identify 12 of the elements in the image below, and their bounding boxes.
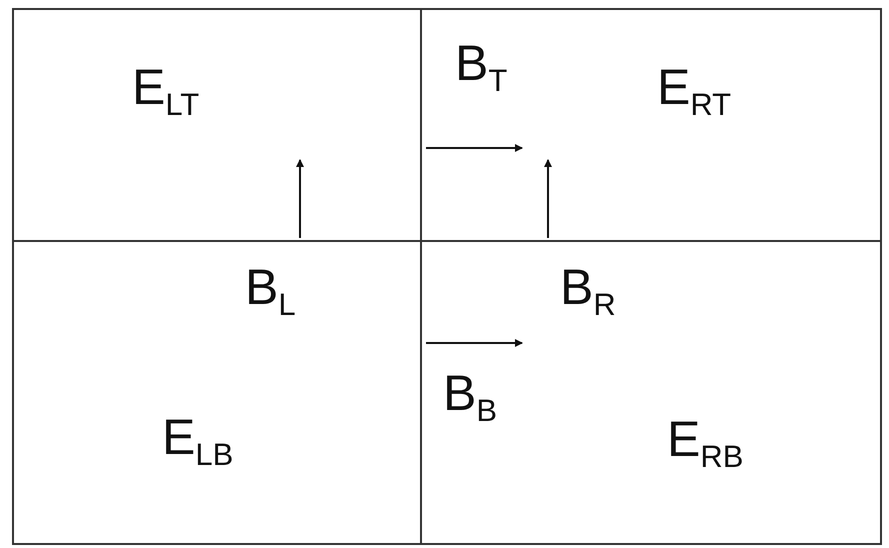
region-cell (420, 240, 882, 545)
region-cell (420, 8, 882, 242)
region-cell (12, 240, 422, 545)
boundary-label: B$_{L}$ (245, 262, 296, 320)
region-label: E$_{RT}$ (657, 62, 732, 120)
boundary-label: B$_{R}$ (560, 262, 616, 320)
boundary-label: B$_{T}$ (455, 38, 508, 96)
region-label: E$_{LB}$ (162, 412, 234, 470)
boundary-label: B$_{B}$ (443, 368, 498, 426)
region-label: E$_{RB}$ (667, 414, 744, 472)
region-cell (12, 8, 422, 242)
region-label: E$_{LT}$ (132, 62, 200, 120)
